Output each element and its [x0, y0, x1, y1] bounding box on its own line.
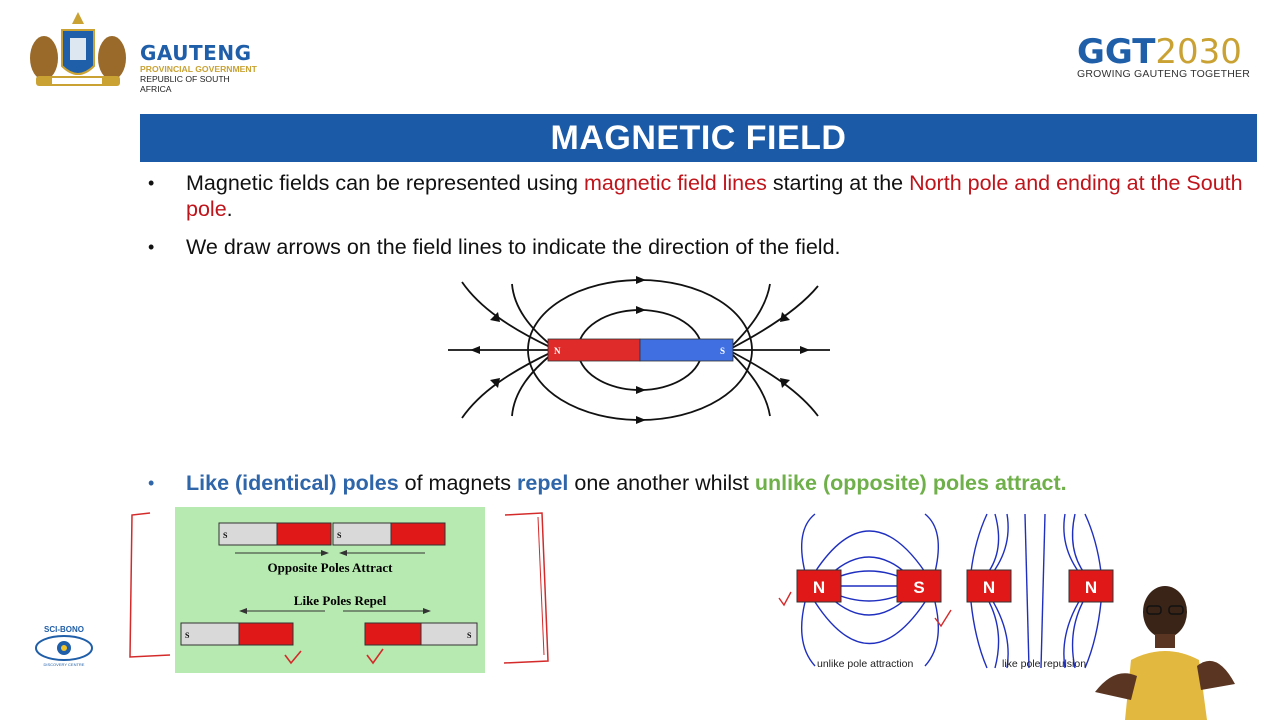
b1-b: magnetic field lines: [584, 171, 767, 195]
caption-unlike-pole-attraction: unlike pole attraction: [817, 658, 914, 670]
repel-caption: Like Poles Repel: [294, 593, 387, 608]
b1-d: North pole and ending at the South pole: [186, 171, 1243, 221]
arrow-icon: [636, 416, 646, 424]
magnet-south-half: [639, 338, 734, 362]
ggt-part2: 2030: [1155, 32, 1242, 72]
sci-bono-name: SCI-BONO: [44, 625, 84, 634]
bullet-dot: •: [148, 237, 155, 257]
checkmark-icon: [778, 591, 792, 607]
b1-a: Magnetic fields can be represented using: [186, 171, 584, 195]
b3-e: unlike (opposite) poles attract.: [754, 471, 1067, 495]
bottom-s-label-1: S: [185, 631, 190, 640]
bottom-s-label-2: S: [467, 631, 472, 640]
caption-like-pole-repulsion: like pole repulsion: [1002, 658, 1087, 670]
top-s-label-1: S: [223, 531, 228, 540]
bar-magnet-field-diagram: N S: [448, 276, 830, 424]
bullet-dot: •: [148, 173, 155, 193]
arrow-icon: [780, 312, 790, 322]
sci-bono-logo: SCI-BONO DISCOVERY CENTRE: [30, 622, 98, 670]
b3-a: Like (identical) poles: [186, 471, 399, 495]
pole-interaction-field-diagram: N S N N: [778, 513, 1114, 669]
b3-c: repel: [517, 471, 569, 495]
b1-c: starting at the: [766, 171, 910, 195]
presenter-video: [1095, 586, 1235, 720]
bullet-3: • Like (identical) poles of magnets repe…: [148, 470, 1248, 498]
annotation-brackets: [129, 512, 549, 664]
gauteng-name: GAUTENG: [140, 41, 252, 65]
arrow-icon: [239, 608, 247, 614]
bullet-1-text: Magnetic fields can be represented using…: [186, 170, 1246, 222]
repel-n-label-1: N: [983, 578, 995, 597]
arrow-icon: [636, 276, 646, 284]
gauteng-line3: REPUBLIC OF SOUTH AFRICA: [140, 74, 230, 94]
checkmark-icon: [934, 609, 952, 628]
sci-bono-sub: DISCOVERY CENTRE: [44, 662, 85, 667]
slide-title-bar: MAGNETIC FIELD: [140, 114, 1257, 162]
poles-attract-repel-diagram: S S Opposite Poles Attract Like Poles Re…: [175, 507, 485, 673]
checkmark-icon: [366, 648, 384, 665]
arrow-icon: [636, 386, 646, 394]
checkmark-icon: [284, 650, 302, 665]
arrow-icon: [490, 378, 500, 388]
arrow-icon: [490, 312, 500, 322]
arrow-icon: [339, 550, 347, 556]
magnet-n-label: N: [554, 346, 561, 356]
bullet-dot: •: [148, 473, 155, 493]
gauteng-line2: PROVINCIAL GOVERNMENT: [140, 64, 257, 74]
gauteng-government-logo: GAUTENG PROVINCIAL GOVERNMENT REPUBLIC O…: [22, 10, 257, 94]
b1-e: .: [226, 197, 233, 221]
sci-bono-eye-icon: SCI-BONO DISCOVERY CENTRE: [35, 625, 93, 667]
bullet-3-text: Like (identical) poles of magnets repel …: [186, 470, 1246, 496]
bullet-2-text: We draw arrows on the field lines to ind…: [186, 235, 841, 259]
arrow-icon: [321, 550, 329, 556]
arrow-icon: [780, 378, 790, 388]
magnet-s-label: S: [720, 346, 725, 356]
bullet-1: • Magnetic fields can be represented usi…: [148, 170, 1248, 226]
b3-d: one another whilst: [568, 471, 755, 495]
arrow-icon: [800, 346, 810, 354]
attract-n-label: N: [813, 578, 825, 597]
arrow-icon: [423, 608, 431, 614]
b3-b: of magnets: [398, 471, 517, 495]
ggt-tagline: GROWING GAUTENG TOGETHER: [1076, 68, 1250, 80]
slide-title: MAGNETIC FIELD: [550, 118, 847, 157]
arrow-icon: [470, 346, 480, 354]
top-s-label-2: S: [337, 531, 342, 540]
arrow-icon: [636, 306, 646, 314]
attract-caption: Opposite Poles Attract: [268, 560, 394, 575]
repel-n-label-2: N: [1085, 578, 1097, 597]
attract-s-label: S: [913, 578, 924, 597]
ggt2030-logo: GGT2030 GROWING GAUTENG TOGETHER: [1077, 34, 1250, 80]
ggt-part1: GGT: [1076, 32, 1156, 72]
bullet-2: • We draw arrows on the field lines to i…: [148, 234, 1248, 262]
magnet-north-half: [547, 338, 641, 362]
coat-of-arms-icon: [30, 12, 126, 86]
